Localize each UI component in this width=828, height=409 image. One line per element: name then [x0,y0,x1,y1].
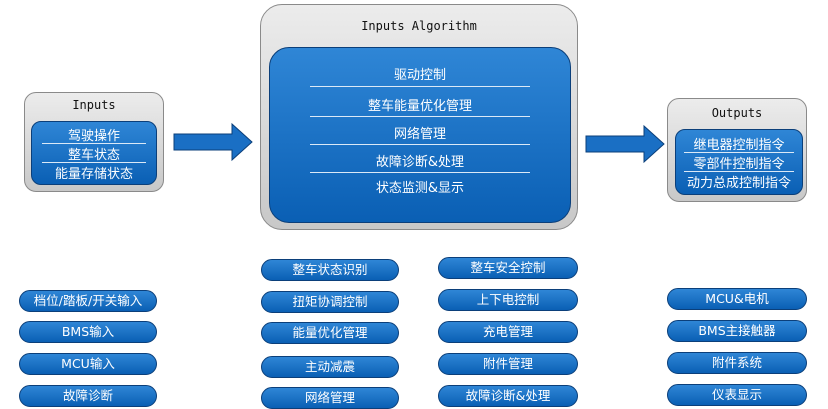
outputs-item: 零部件控制指令 [693,157,785,172]
algorithm-panel: 驱动控制 整车能量优化管理 网络管理 故障诊断&处理 状态监测&显示 [269,47,571,223]
algorithm-item: 驱动控制 [393,68,446,83]
separator [310,144,530,145]
inputs-item: 能量存储状态 [54,167,133,182]
right-arrow-icon [173,122,253,162]
inputs-block: Inputs 驾驶操作 整车状态 能量存储状态 [24,92,164,192]
algorithm-function-pill: 主动减震 [261,356,399,378]
output-target-pill: BMS主接触器 [667,320,807,342]
algorithm-function-pill: 故障诊断&处理 [438,385,578,407]
outputs-item: 动力总成控制指令 [686,176,791,191]
inputs-item: 驾驶操作 [67,129,120,144]
separator [310,172,530,173]
input-signal-pill: BMS输入 [19,321,157,343]
outputs-item: 继电器控制指令 [693,138,785,153]
inputs-title: Inputs [72,98,116,112]
inputs-item: 整车状态 [67,148,120,163]
outputs-title: Outputs [711,106,763,120]
algorithm-item: 状态监测&显示 [375,181,465,196]
separator [42,162,146,163]
separator [684,152,794,153]
algorithm-function-pill: 整车安全控制 [438,257,578,279]
separator [42,143,146,144]
separator [310,116,530,117]
algorithm-function-pill: 扭矩协调控制 [261,291,399,313]
output-target-pill: MCU&电机 [667,288,807,310]
algorithm-function-pill: 能量优化管理 [261,322,399,344]
algorithm-function-pill: 充电管理 [438,321,578,343]
algorithm-title: Inputs Algorithm [361,19,477,33]
output-target-pill: 仪表显示 [667,384,807,406]
algorithm-block: Inputs Algorithm 驱动控制 整车能量优化管理 网络管理 故障诊断… [260,4,578,230]
input-signal-pill: 档位/踏板/开关输入 [19,290,157,312]
outputs-block: Outputs 继电器控制指令 零部件控制指令 动力总成控制指令 [667,98,807,202]
outputs-panel: 继电器控制指令 零部件控制指令 动力总成控制指令 [675,129,803,195]
algorithm-item: 网络管理 [393,127,446,142]
output-target-pill: 附件系统 [667,352,807,374]
algorithm-function-pill: 附件管理 [438,353,578,375]
algorithm-item: 故障诊断&处理 [375,155,465,170]
input-signal-pill: MCU输入 [19,353,157,375]
inputs-panel: 驾驶操作 整车状态 能量存储状态 [31,121,157,185]
separator [684,171,794,172]
algorithm-item: 整车能量优化管理 [367,99,472,114]
separator [310,86,530,87]
algorithm-function-pill: 上下电控制 [438,289,578,311]
input-signal-pill: 故障诊断 [19,385,157,407]
algorithm-function-pill: 整车状态识别 [261,259,399,281]
algorithm-function-pill: 网络管理 [261,387,399,409]
right-arrow-icon [585,124,665,164]
